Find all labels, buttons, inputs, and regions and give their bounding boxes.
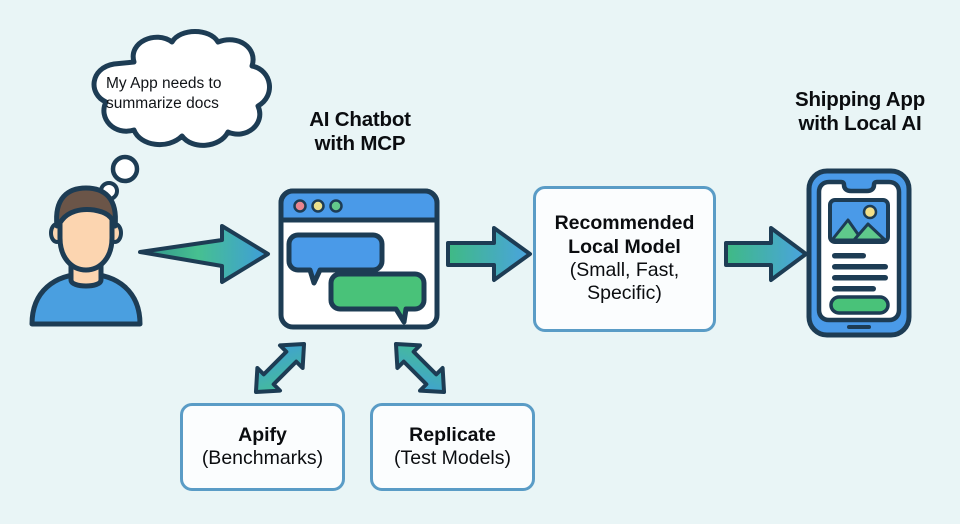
double-headed-arrow-icon-chatbot-apify [242, 330, 318, 406]
thought-bubble-shape [91, 29, 272, 148]
chatbot-title: AI Chatbot with MCP [265, 108, 455, 156]
chatbot-title-line-2: with MCP [314, 132, 406, 156]
recommended-model-sub-line-2: Specific) [587, 282, 662, 305]
apify-box[interactable]: Apify (Benchmarks) [180, 403, 345, 491]
thought-bubble-line-2: summarize docs [106, 95, 219, 112]
thought-bubble: My App needs to summarize docs [80, 29, 285, 164]
arrow-right-icon-chatbot-to-model [446, 226, 532, 282]
thought-bubble-line-1: My App needs to [106, 75, 222, 92]
recommended-model-heading-line-1: Recommended [554, 212, 695, 235]
arrow-right-icon-person-to-chatbot [138, 224, 270, 284]
thought-bubble-circle-large [108, 152, 142, 186]
thought-bubble-text: My App needs to summarize docs [106, 74, 266, 114]
smartphone-app-icon [806, 168, 912, 338]
phone-title-line-1: Shipping App [794, 88, 926, 111]
replicate-heading: Replicate [409, 423, 496, 446]
recommended-model-sub-line-1: (Small, Fast, [569, 259, 680, 281]
replicate-box[interactable]: Replicate (Test Models) [370, 403, 535, 491]
recommended-model-heading-line-2: Local Model [568, 235, 681, 258]
browser-chat-window-icon [278, 188, 440, 330]
double-headed-arrow-icon-chatbot-replicate [382, 330, 458, 406]
apify-heading: Apify [238, 423, 287, 446]
arrow-right-icon-model-to-phone [724, 226, 808, 282]
replicate-sub: (Test Models) [393, 447, 512, 469]
person-avatar-icon [24, 185, 148, 327]
recommended-model-box[interactable]: Recommended Local Model (Small, Fast, Sp… [533, 186, 716, 332]
apify-sub: (Benchmarks) [201, 447, 324, 469]
phone-title: Shipping App with Local AI [765, 88, 955, 136]
phone-title-line-2: with Local AI [798, 112, 922, 136]
chatbot-title-line-1: AI Chatbot [309, 108, 411, 131]
